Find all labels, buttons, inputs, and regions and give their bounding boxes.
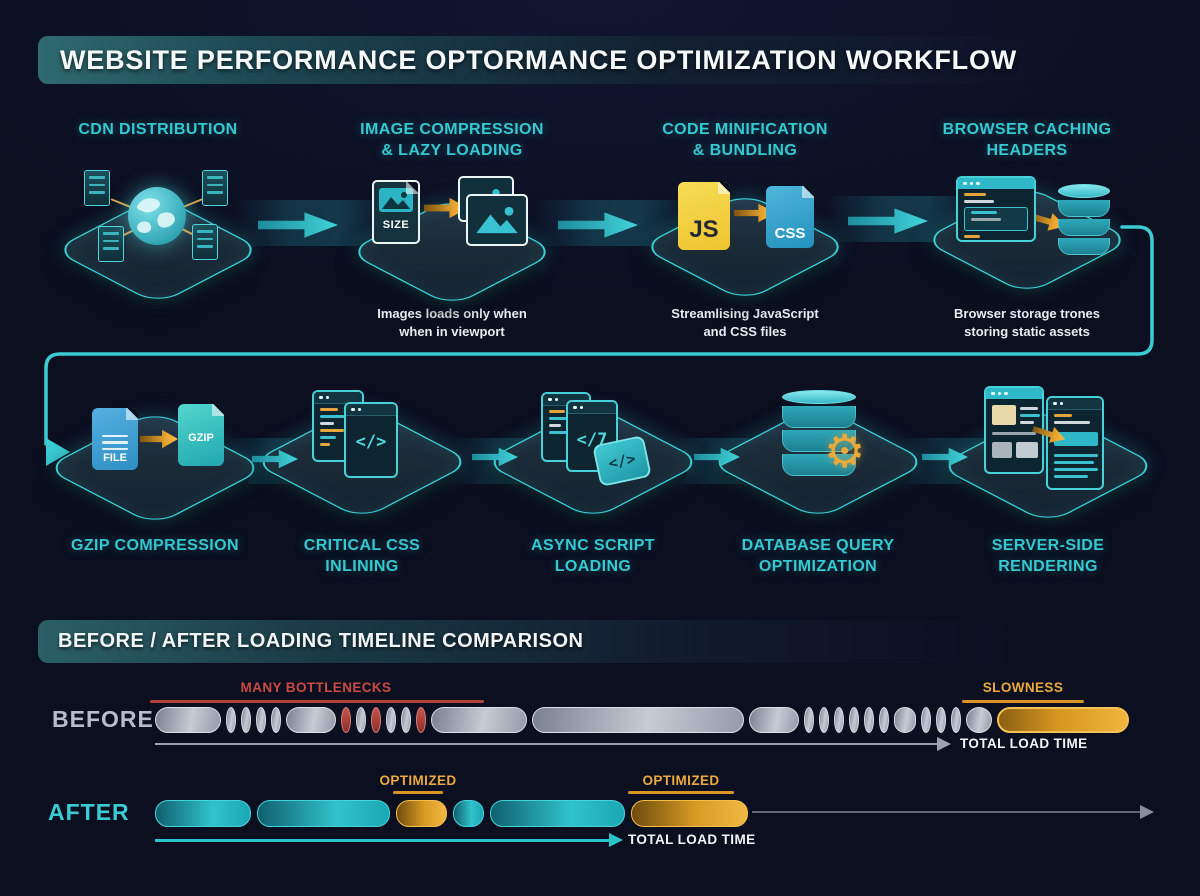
step-label-browser-caching: BROWSER CACHING HEADERS [942, 121, 1112, 159]
page-title: WEBSITE PERFORMANCE OPTORMANCE OPTIMIZAT… [60, 44, 1018, 75]
photo-icon [379, 188, 413, 212]
before-row-label: BEFORE [52, 706, 154, 732]
timeline-segment-gray [256, 706, 266, 733]
arrowhead-icon [937, 737, 951, 751]
timeline-segment-gray [749, 706, 799, 733]
browser-window-icon [1046, 396, 1104, 490]
arrowhead-icon [609, 833, 623, 847]
css-label: CSS [774, 225, 806, 242]
timeline-segment-gray [155, 706, 221, 733]
step-label-code-minification: CODE MINIFICATION & BUNDLING [662, 121, 828, 159]
timeline-segment-teal [155, 799, 251, 827]
js-label: JS [689, 216, 719, 243]
before-total-arrow-line [155, 743, 937, 745]
timeline-segment-gray [864, 706, 874, 733]
gear-icon: ⚙ [824, 424, 866, 478]
code-glyph: </> [355, 432, 387, 452]
timeline-segment-orange [396, 799, 447, 827]
after-total-label: TOTAL LOAD TIME [628, 832, 756, 847]
timeline-segment-gray [356, 706, 366, 733]
timeline-segment-gray [431, 706, 527, 733]
code-panel [964, 207, 1028, 231]
step-label-gzip: GZIP COMPRESSION [71, 537, 239, 554]
timeline-segment-gray [532, 706, 744, 733]
timeline-segment-gray [951, 706, 961, 733]
bottlenecks-underline [150, 700, 484, 703]
code-glyph: </> [606, 449, 638, 473]
css-file-icon: CSS [766, 186, 814, 248]
globe-icon [128, 187, 186, 245]
code-window-icon: </> [344, 402, 398, 478]
timeline-segment-gray [286, 706, 336, 733]
timeline-segment-gray [966, 706, 992, 733]
timeline-segment-gray [401, 706, 411, 733]
timeline-segment-orange [631, 799, 748, 827]
file-label: FILE [103, 452, 127, 464]
timeline-segment-red [341, 706, 351, 733]
after-total-arrow-line [155, 839, 609, 842]
timeline-segment-gray [834, 706, 844, 733]
timeline-segment-teal [257, 799, 390, 827]
page-fold-icon [802, 186, 814, 198]
server-icon [84, 170, 110, 206]
step-label-async-script: ASYNC SCRIPT LOADING [531, 537, 655, 575]
timeline-segment-gray [271, 706, 281, 733]
file-doc-icon: FILE [92, 408, 138, 470]
step-label-database-query: DATABASE QUERY OPTIMIZATION [741, 537, 895, 575]
before-total-label: TOTAL LOAD TIME [960, 736, 1088, 751]
timeline-segment-gray [819, 706, 829, 733]
timeline-segment-orange [997, 706, 1129, 733]
image-placeholder-block [992, 405, 1016, 425]
before-timeline-bar [155, 706, 1129, 733]
slowness-annotation: SLOWNESS [982, 680, 1064, 695]
after-row-label: AFTER [48, 799, 130, 825]
timeline-section-title: BEFORE / AFTER LOADING TIMELINE COMPARIS… [58, 630, 584, 652]
gzip-doc-icon: GZIP [178, 404, 224, 466]
database-icon [1058, 184, 1110, 255]
page-fold-icon [406, 182, 418, 194]
timeline-segment-gray [386, 706, 396, 733]
js-file-icon: JS [678, 182, 730, 250]
gzip-label: GZIP [188, 432, 214, 444]
window-header [958, 178, 1034, 189]
step-label-image-compression: IMAGE COMPRESSION & LAZY LOADING [360, 121, 544, 159]
server-icon [202, 170, 228, 206]
after-timeline-bar [155, 799, 748, 827]
timeline-segment-red [416, 706, 426, 733]
optimized-annotation-1: OPTIMIZED [379, 773, 457, 788]
timeline-segment-teal [453, 799, 484, 827]
page-fold-icon [126, 408, 138, 420]
timeline-segment-teal [490, 799, 625, 827]
slowness-underline [962, 700, 1084, 703]
browser-window-icon [956, 176, 1036, 242]
timeline-segment-gray [241, 706, 251, 733]
timeline-section-bar: BEFORE / AFTER LOADING TIMELINE COMPARIS… [38, 620, 1162, 663]
timeline-segment-gray [804, 706, 814, 733]
arrowhead-icon [1140, 805, 1154, 819]
page-fold-icon [718, 182, 730, 194]
step-label-critical-css: CRITICAL CSS INLINING [303, 537, 421, 575]
server-icon [192, 224, 218, 260]
timeline-segment-gray [894, 706, 916, 733]
timeline-segment-gray [921, 706, 931, 733]
optimized-underline-2 [628, 791, 734, 794]
optimized-annotation-2: OPTIMIZED [642, 773, 720, 788]
title-bar: WEBSITE PERFORMANCE OPTORMANCE OPTIMIZAT… [38, 36, 1162, 84]
timeline-segment-gray [936, 706, 946, 733]
timeline-segment-gray [226, 706, 236, 733]
bottlenecks-annotation: MANY BOTTLENECKS [240, 680, 392, 695]
step-label-cdn: CDN DISTRIBUTION [78, 121, 238, 138]
size-label: SIZE [382, 219, 410, 231]
step-label-ssr: SERVER-SIDE RENDERING [991, 537, 1105, 575]
timeline-segment-red [371, 706, 381, 733]
image-size-file-icon: SIZE [372, 180, 420, 244]
after-extended-line [752, 811, 1140, 813]
timeline-segment-gray [849, 706, 859, 733]
page-fold-icon [212, 404, 224, 416]
image-card-icon [466, 194, 528, 246]
optimized-underline-1 [393, 791, 443, 794]
server-icon [98, 226, 124, 262]
timeline-segment-gray [879, 706, 889, 733]
